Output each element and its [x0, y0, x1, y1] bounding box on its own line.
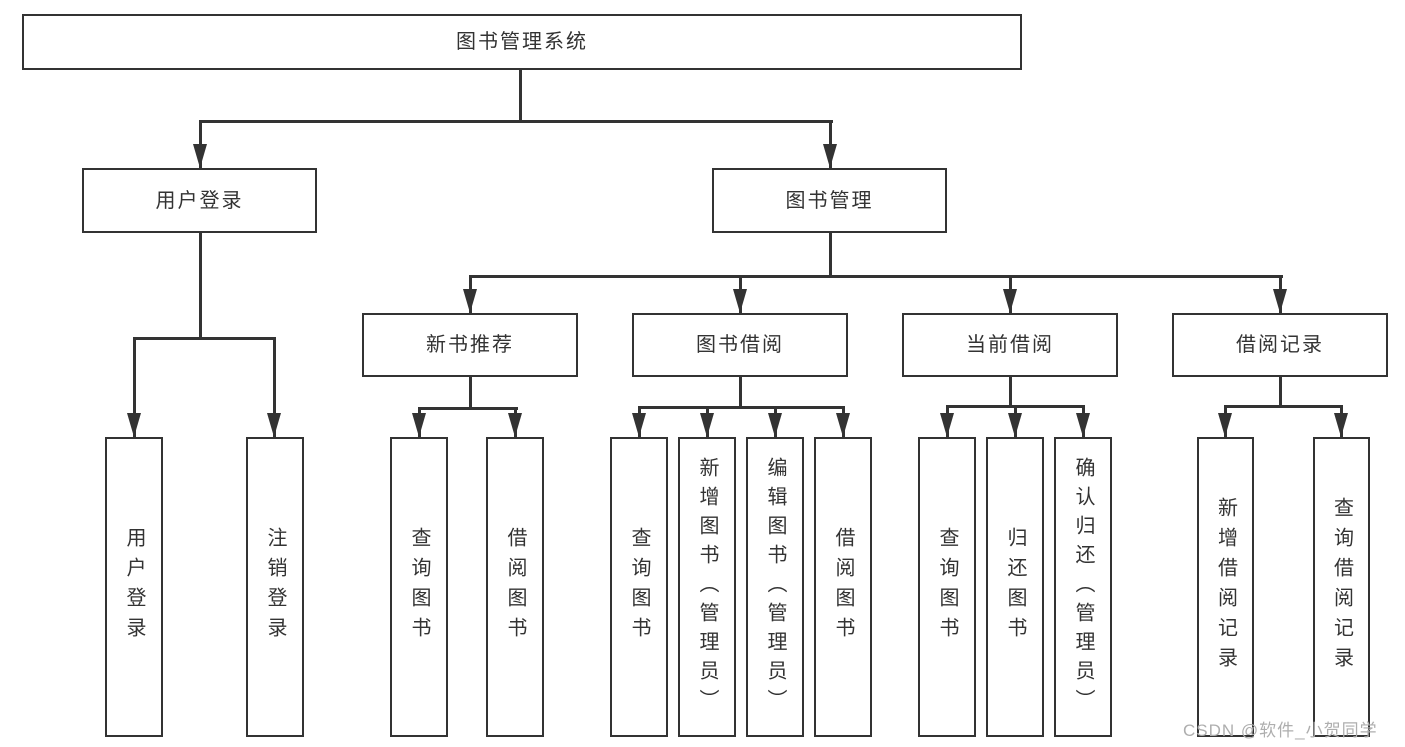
node-new-book-recommendation-label: 新书推荐: [426, 334, 514, 356]
connector-book-borrow-split: [638, 406, 844, 409]
leaf-return-book: 归还图书: [986, 437, 1044, 737]
arrow-down-icon: [508, 413, 522, 437]
node-book-borrowing: 图书借阅: [632, 313, 848, 377]
arrow-down-icon: [1003, 289, 1017, 313]
leaf-edit-book-admin-label: 编辑图书（管理员）: [764, 456, 786, 718]
leaf-search-books-borrowing-label: 查询图书: [628, 527, 650, 647]
arrow-down-icon: [463, 289, 477, 313]
leaf-search-books-borrowing: 查询图书: [610, 437, 668, 737]
node-book-management: 图书管理: [712, 168, 947, 233]
connector-root-stem: [519, 70, 522, 123]
leaf-borrow-books-borrowing: 借阅图书: [814, 437, 872, 737]
leaf-add-book-admin: 新增图书（管理员）: [678, 437, 736, 737]
node-book-management-label: 图书管理: [785, 189, 874, 212]
connector-user-login-stem: [199, 233, 202, 340]
arrow-down-icon: [193, 144, 207, 168]
arrow-down-icon: [823, 144, 837, 168]
node-root-label: 图书管理系统: [456, 31, 588, 53]
leaf-search-books-recommend-label: 查询图书: [408, 527, 430, 647]
leaf-user-login: 用户登录: [105, 437, 163, 737]
arrow-down-icon: [1008, 413, 1022, 437]
arrow-down-icon: [1273, 289, 1287, 313]
csdn-watermark: CSDN @软件_小贺同学: [1183, 721, 1378, 740]
connector-current-borrow-stem: [1009, 377, 1012, 408]
connector-book-management-stem: [829, 233, 832, 278]
leaf-search-books-current-label: 查询图书: [936, 527, 958, 647]
node-root: 图书管理系统: [22, 14, 1022, 70]
leaf-edit-book-admin: 编辑图书（管理员）: [746, 437, 804, 737]
connector-borrow-records-split: [1224, 405, 1342, 408]
connector-book-management-split: [469, 275, 1283, 278]
leaf-confirm-return-admin-label: 确认归还（管理员）: [1072, 456, 1094, 718]
arrow-down-icon: [1334, 413, 1348, 437]
connector-new-book-split: [418, 407, 518, 410]
node-user-login-label: 用户登录: [155, 189, 244, 212]
leaf-add-borrow-record-label: 新增借阅记录: [1214, 497, 1237, 677]
node-new-book-recommendation: 新书推荐: [362, 313, 578, 377]
leaf-search-borrow-record: 查询借阅记录: [1313, 437, 1370, 737]
node-borrowing-records-label: 借阅记录: [1236, 334, 1324, 356]
leaf-borrow-books-recommend: 借阅图书: [486, 437, 544, 737]
connector-root-split: [199, 120, 833, 123]
node-book-borrowing-label: 图书借阅: [696, 334, 784, 356]
arrow-down-icon: [836, 413, 850, 437]
arrow-down-icon: [1076, 413, 1090, 437]
arrow-down-icon: [700, 413, 714, 437]
leaf-return-book-label: 归还图书: [1004, 527, 1026, 647]
connector-book-borrow-stem: [739, 377, 742, 409]
leaf-logout-label: 注销登录: [264, 527, 286, 647]
arrow-down-icon: [768, 413, 782, 437]
node-borrowing-records: 借阅记录: [1172, 313, 1388, 377]
leaf-borrow-books-borrowing-label: 借阅图书: [832, 527, 854, 647]
leaf-borrow-books-recommend-label: 借阅图书: [504, 527, 526, 647]
node-user-login: 用户登录: [82, 168, 317, 233]
leaf-add-book-admin-label: 新增图书（管理员）: [696, 456, 718, 718]
arrow-down-icon: [733, 289, 747, 313]
leaf-logout: 注销登录: [246, 437, 304, 737]
arrow-down-icon: [267, 413, 281, 437]
leaf-user-login-label: 用户登录: [123, 527, 145, 647]
node-current-borrowing: 当前借阅: [902, 313, 1118, 377]
connector-user-login-split: [133, 337, 276, 340]
arrow-down-icon: [940, 413, 954, 437]
connector-new-book-stem: [469, 377, 472, 410]
arrow-down-icon: [412, 413, 426, 437]
arrow-down-icon: [127, 413, 141, 437]
connector-borrow-records-stem: [1279, 377, 1282, 408]
leaf-add-borrow-record: 新增借阅记录: [1197, 437, 1254, 737]
connector-to-leaf: [133, 337, 136, 437]
leaf-search-borrow-record-label: 查询借阅记录: [1330, 497, 1353, 677]
leaf-confirm-return-admin: 确认归还（管理员）: [1054, 437, 1112, 737]
arrow-down-icon: [632, 413, 646, 437]
node-current-borrowing-label: 当前借阅: [966, 334, 1054, 356]
connector-to-leaf: [273, 337, 276, 437]
leaf-search-books-current: 查询图书: [918, 437, 976, 737]
arrow-down-icon: [1218, 413, 1232, 437]
leaf-search-books-recommend: 查询图书: [390, 437, 448, 737]
